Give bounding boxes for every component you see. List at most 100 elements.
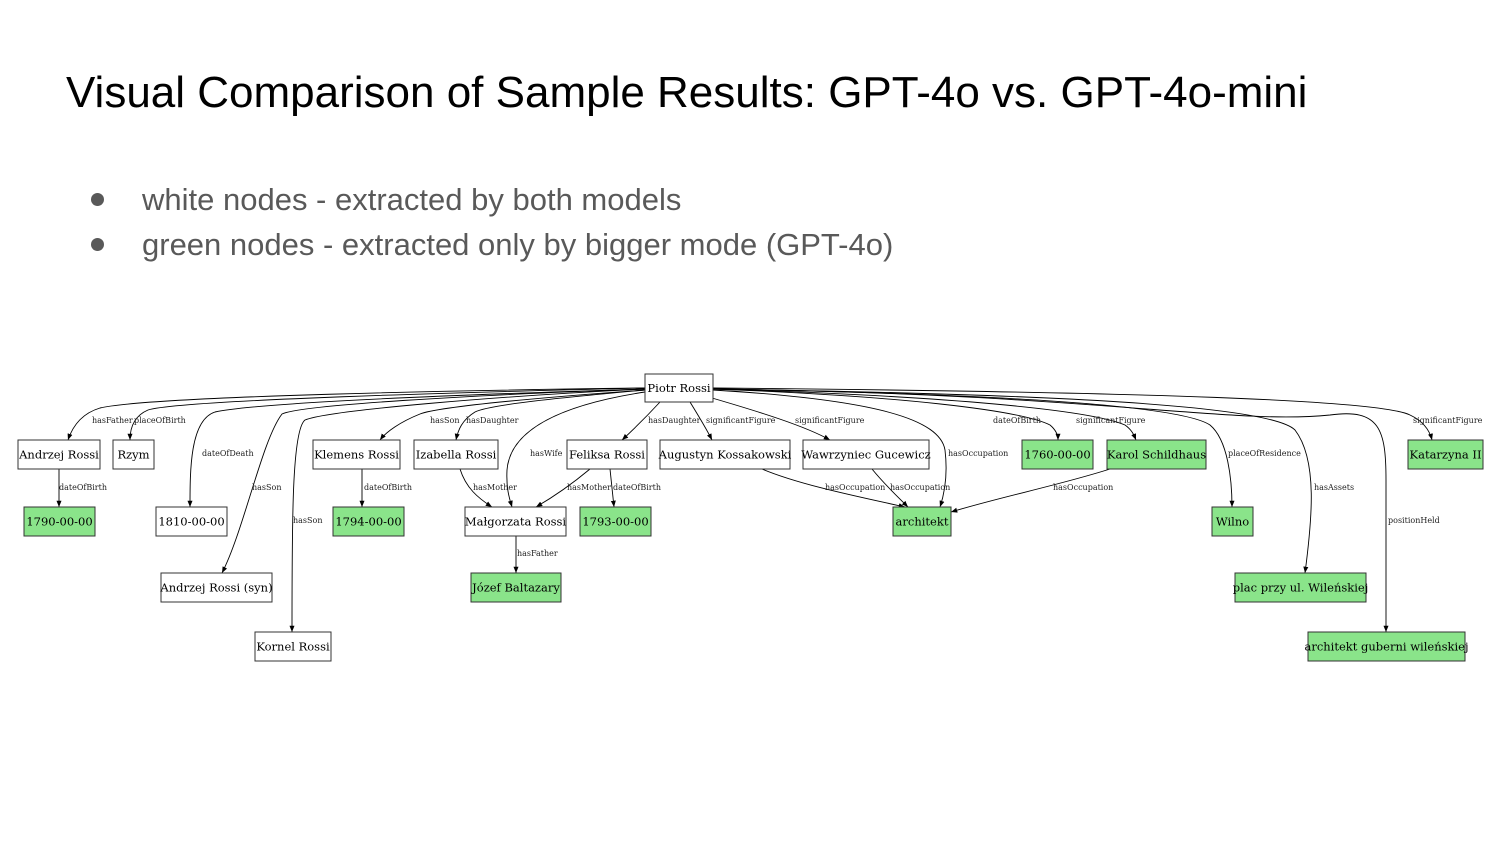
node-plac: plac przy ul. Wileńskiej — [1233, 572, 1369, 603]
edge-label-dateofbirth: dateOfBirth — [993, 416, 1041, 425]
node-label: Rzym — [117, 448, 149, 462]
node-box — [1407, 439, 1484, 470]
edge-piotr-d1760 — [712, 388, 1061, 441]
node-label: Katarzyna II — [1410, 448, 1482, 462]
node-box — [1234, 572, 1367, 603]
node-box — [1106, 439, 1207, 470]
node-box — [23, 506, 96, 537]
edge-piotr-architekt — [712, 389, 947, 508]
edge-piotr-andrzejsyn — [221, 388, 646, 574]
node-label: Kornel Rossi — [256, 640, 330, 654]
node-feliksa: Feliksa Rossi — [566, 439, 648, 470]
bullet-text-white-nodes: white nodes - extracted by both models — [142, 182, 682, 217]
edge-piotr-izabella — [454, 389, 646, 441]
node-rzym: Rzym — [112, 439, 155, 470]
edge-label-hasdaughter: hasDaughter — [648, 416, 701, 425]
node-label: Izabella Rossi — [416, 448, 497, 462]
node-box — [312, 439, 401, 470]
node-box — [112, 439, 155, 470]
node-karol: Karol Schildhaus — [1106, 439, 1207, 470]
edge-label-significantfigure: significantFigure — [1413, 416, 1483, 425]
edge-label-hasdaughter: hasDaughter — [466, 416, 519, 425]
bullet-green-nodes: green nodes - extracted only by bigger m… — [88, 225, 893, 270]
node-box — [659, 439, 791, 470]
node-label: Klemens Rossi — [314, 448, 399, 462]
edge-label-hasson: hasSon — [430, 416, 459, 425]
node-box — [17, 439, 101, 470]
node-label: Józef Baltazary — [471, 581, 560, 595]
edge-label-dateofbirth: dateOfBirth — [364, 483, 412, 492]
edge-label-hasfather: hasFather — [92, 416, 133, 425]
edge-wawrzyniec-architekt — [871, 468, 909, 508]
edge-label-placeofresidence: placeOfResidence — [1228, 449, 1301, 458]
node-label: 1810-00-00 — [158, 515, 224, 529]
node-box — [1307, 631, 1466, 662]
edge-label-dateofbirth: dateOfBirth — [613, 483, 661, 492]
node-wawrzyniec: Wawrzyniec Gucewicz — [801, 439, 931, 470]
edge-label-hasassets: hasAssets — [1314, 483, 1354, 492]
node-label: Augustyn Kossakowski — [658, 448, 792, 462]
node-box — [332, 506, 405, 537]
edge-karol-architekt — [950, 468, 1111, 513]
node-label: architekt — [896, 515, 949, 529]
edge-piotr-kornel — [289, 388, 646, 633]
bullet-text-green-nodes: green nodes - extracted only by bigger m… — [142, 227, 894, 262]
node-piotr: Piotr Rossi — [644, 373, 714, 403]
edge-label-haswife: hasWife — [530, 449, 563, 458]
node-label: 1790-00-00 — [26, 515, 92, 529]
graph-edges — [56, 387, 1433, 633]
edge-label-hasmother: hasMother — [473, 483, 517, 492]
node-label: Karol Schildhaus — [1107, 448, 1206, 462]
node-label: Wawrzyniec Gucewicz — [801, 448, 930, 462]
edge-label-significantfigure: significantFigure — [795, 416, 865, 425]
slide-title: Visual Comparison of Sample Results: GPT… — [66, 68, 1308, 117]
edge-feliksa-d1793 — [609, 468, 616, 508]
edge-piotr-d1810 — [187, 388, 646, 508]
edge-piotr-andrzej — [67, 387, 646, 441]
edge-label-hasoccupation: hasOccupation — [890, 483, 950, 492]
edge-izabella-malgorzata — [459, 468, 493, 508]
node-box — [802, 439, 930, 470]
node-box — [566, 439, 648, 470]
node-box — [1021, 439, 1094, 470]
node-label: 1793-00-00 — [582, 515, 648, 529]
node-d1793: 1793-00-00 — [579, 506, 652, 537]
edge-piotr-feliksa — [621, 401, 661, 441]
node-architekt: architekt — [892, 506, 952, 537]
node-kornel: Kornel Rossi — [254, 631, 332, 662]
edge-piotr-katarzyna — [712, 387, 1433, 441]
node-gubernia: architekt guberni wileńskiej — [1304, 631, 1469, 662]
node-d1760: 1760-00-00 — [1021, 439, 1094, 470]
node-augustyn: Augustyn Kossakowski — [658, 439, 792, 470]
node-d1790: 1790-00-00 — [23, 506, 96, 537]
bullet-dot-icon — [91, 238, 104, 251]
edge-label-hasoccupation: hasOccupation — [1053, 483, 1113, 492]
node-label: 1794-00-00 — [335, 515, 401, 529]
node-box — [413, 439, 499, 470]
node-label: Małgorzata Rossi — [465, 515, 567, 529]
node-katarzyna: Katarzyna II — [1407, 439, 1484, 470]
node-label: Andrzej Rossi — [18, 448, 99, 462]
edge-piotr-augustyn — [689, 401, 713, 441]
edge-label-significantfigure: significantFigure — [706, 416, 776, 425]
edge-label-hasfather: hasFather — [517, 549, 558, 558]
node-box — [160, 572, 273, 603]
node-label: Feliksa Rossi — [569, 448, 645, 462]
node-andrzejsyn: Andrzej Rossi (syn) — [159, 572, 273, 603]
node-label: Piotr Rossi — [647, 381, 710, 395]
node-box — [1211, 506, 1254, 537]
node-label: architekt guberni wileńskiej — [1304, 640, 1468, 654]
node-box — [579, 506, 652, 537]
node-box — [644, 373, 714, 403]
node-wilno: Wilno — [1211, 506, 1254, 537]
edge-label-placeofbirth: placeOfBirth — [134, 416, 186, 425]
edge-label-dateofbirth: dateOfBirth — [59, 483, 107, 492]
edge-augustyn-architekt — [761, 468, 906, 509]
node-box — [155, 506, 228, 537]
edge-label-hasson: hasSon — [252, 483, 281, 492]
node-label: plac przy ul. Wileńskiej — [1233, 581, 1369, 595]
edge-piotr-malgorzata — [506, 391, 646, 508]
